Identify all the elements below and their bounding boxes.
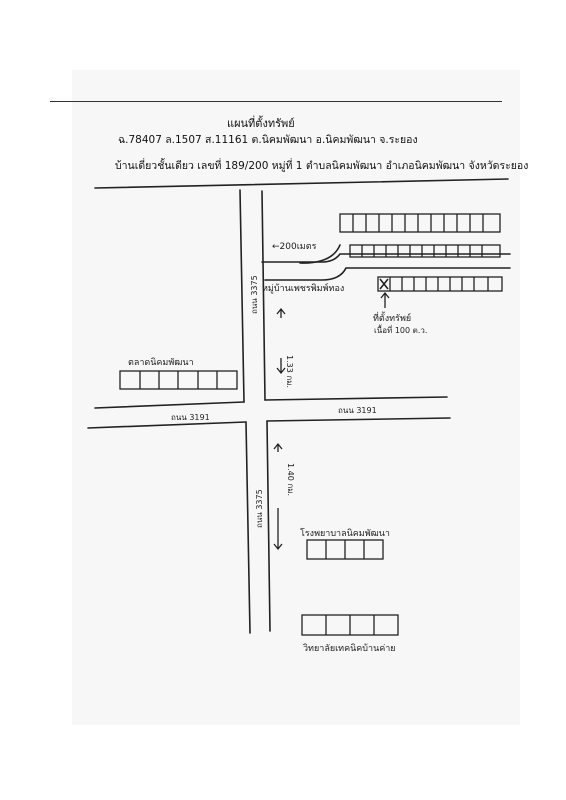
- distance-up-label: 1.33 กม.: [285, 355, 294, 388]
- road-vertical-lower-label: ถนน 3375: [255, 489, 264, 528]
- hospital-label: โรงพยาบาลนิคมพัฒนา: [300, 528, 390, 539]
- distance-down-label: 1.40 กม.: [286, 463, 295, 496]
- house-row-property: [377, 276, 503, 292]
- address-line: บ้านเดี่ยวชั้นเดียว เลขที่ 189/200 หมู่ท…: [115, 160, 529, 172]
- property-label: ที่ตั้งทรัพย์: [373, 311, 411, 324]
- school-label: วิทยาลัยเทคนิคบ้านค่าย: [303, 643, 396, 654]
- vertical-road-lower-right: [266, 420, 271, 632]
- lane-top-edge: [261, 253, 511, 263]
- horizontal-road-top-right: [264, 396, 448, 401]
- road-horizontal-left-label: ถนน 3191: [171, 413, 210, 422]
- lane-distance-label: ←200เมตร: [272, 242, 317, 252]
- vertical-road-upper-left: [239, 189, 245, 403]
- vertical-road-lower-left: [245, 421, 251, 634]
- village-label: หมู่บ้านเพชรพิมพ์ทอง: [262, 282, 344, 294]
- map-title: แผนที่ตั้งทรัพย์: [227, 117, 295, 130]
- house-row-top: [339, 213, 501, 233]
- horizontal-road-bottom-left: [87, 421, 247, 429]
- horizontal-road-top-left: [94, 401, 245, 409]
- market-label: ตลาดนิคมพัฒนา: [128, 357, 194, 368]
- property-arrow: [380, 291, 390, 308]
- lane-bottom-edge: [264, 267, 511, 281]
- property-x-mark: [379, 278, 389, 290]
- deed-line: ฉ.78407 ล.1507 ส.11161 ต.นิคมพัฒนา อ.นิค…: [118, 134, 418, 146]
- house-row-middle: [349, 244, 501, 258]
- top-road-edge: [94, 178, 509, 189]
- horizontal-road-bottom-right: [266, 417, 451, 422]
- road-vertical-upper-label: ถนน 3375: [250, 275, 259, 314]
- road-horizontal-right-label: ถนน 3191: [338, 406, 377, 415]
- lane-inner-curve: [299, 244, 341, 264]
- top-rule: [50, 101, 502, 102]
- distance-arrow-up: [276, 307, 286, 375]
- property-note: เนื้อที่ 100 ต.ว.: [374, 324, 427, 335]
- distance-arrow-down: [273, 442, 283, 551]
- vertical-road-upper-right: [261, 190, 266, 401]
